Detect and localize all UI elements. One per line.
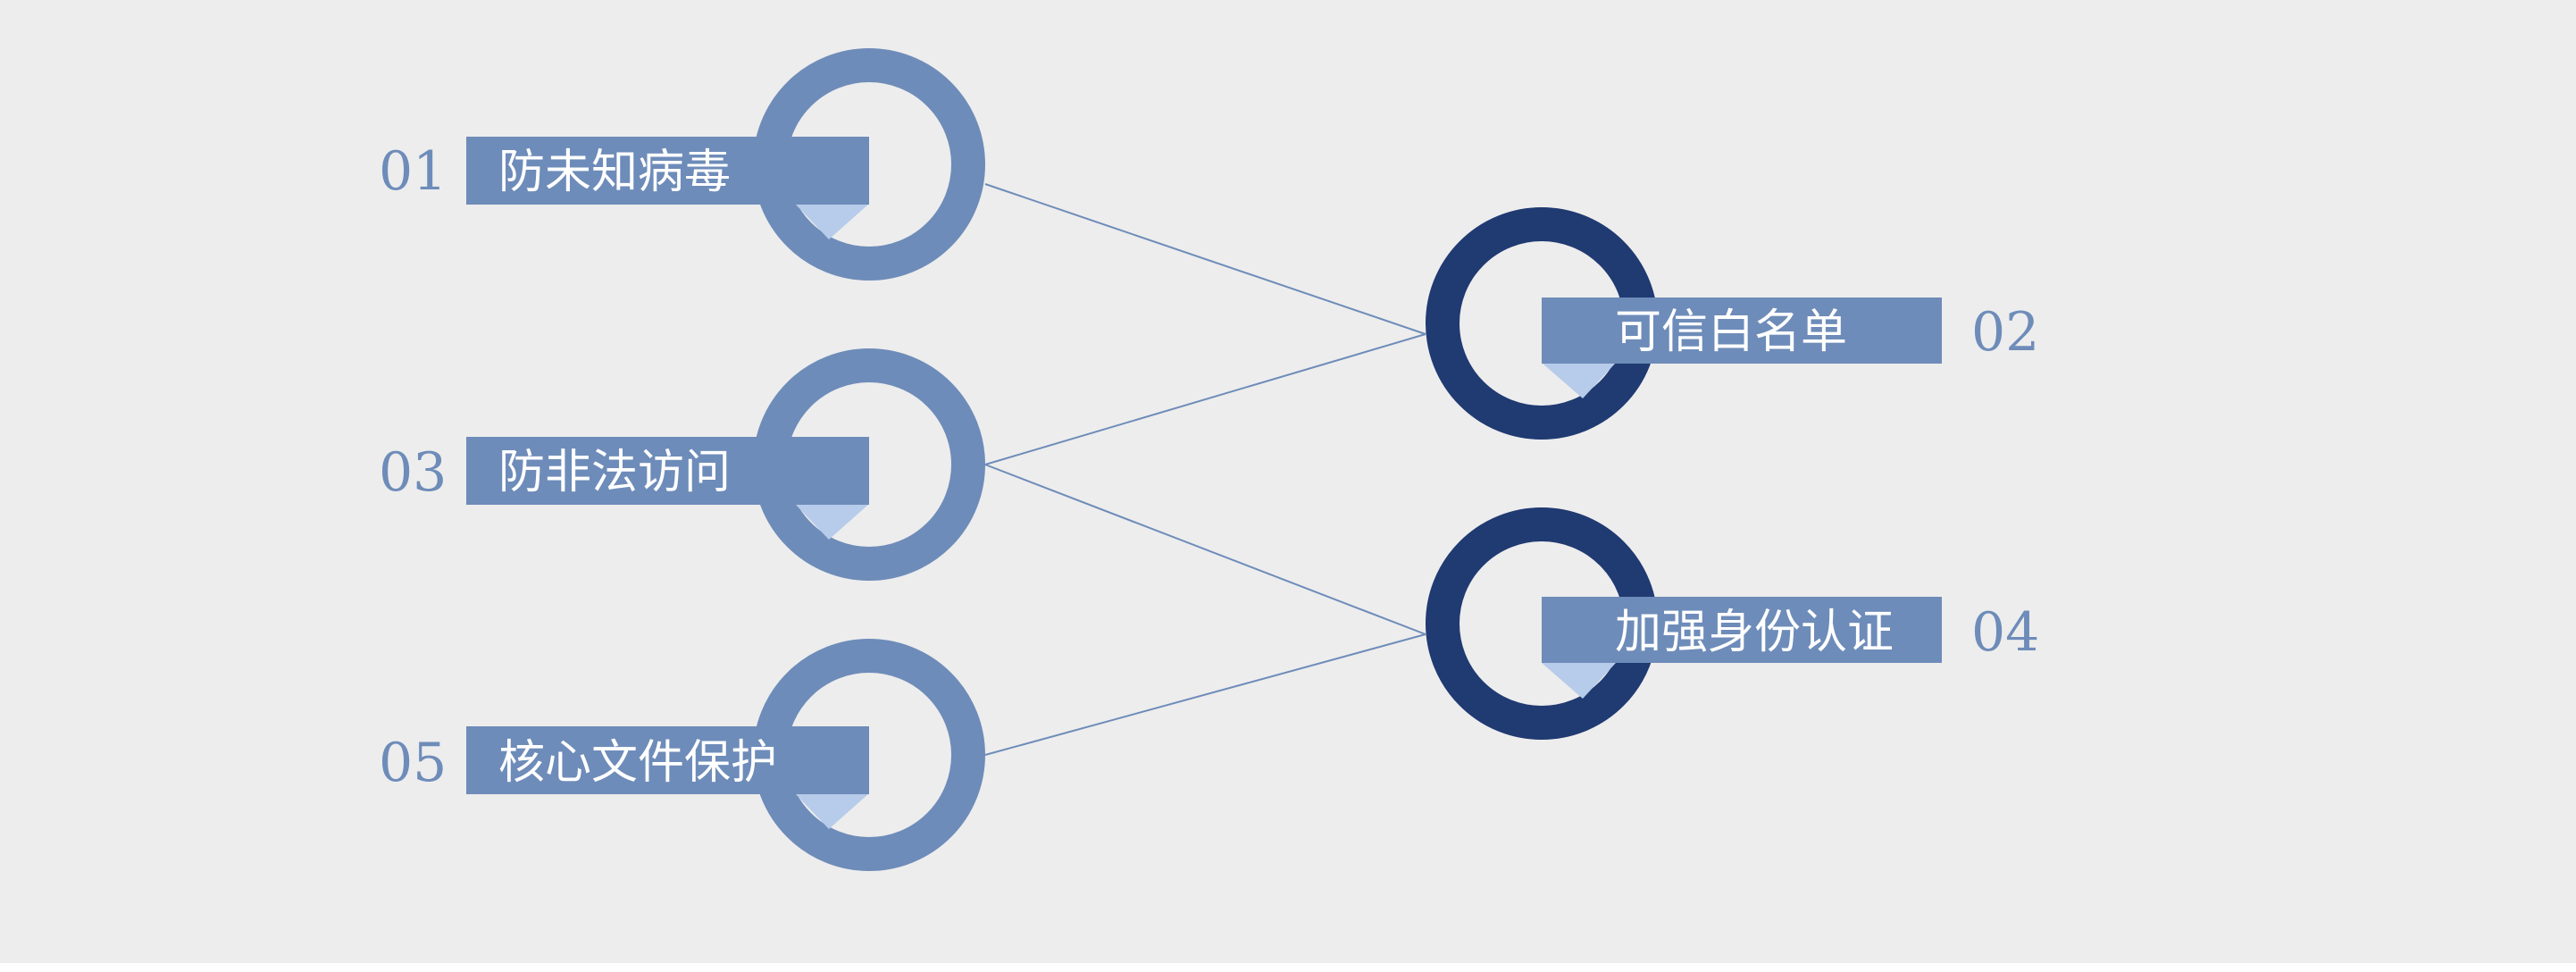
item-02-label: 可信白名单 [1615, 306, 1847, 359]
item-02-wedge [1542, 363, 1616, 398]
item-03-wedge [795, 504, 869, 540]
item-02-label-bar [1542, 297, 1942, 364]
item-01: 防未知病毒 01 [379, 48, 985, 281]
item-01-wedge [795, 204, 869, 239]
item-04-label: 加强身份认证 [1615, 606, 1894, 659]
item-05-wedge [795, 793, 869, 829]
item-04-label-bar [1542, 597, 1942, 663]
item-05: 核心文件保护 05 [379, 639, 985, 871]
item-05-label-bar [466, 726, 869, 794]
item-03-number: 03 [379, 441, 447, 504]
item-04-number: 04 [1971, 601, 2039, 664]
item-02: 可信白名单 02 [1426, 207, 2039, 440]
connector-03-02 [984, 333, 1426, 465]
item-05-number: 05 [379, 732, 447, 794]
connector-layer [984, 183, 1426, 756]
item-02-number: 02 [1971, 301, 2039, 364]
item-01-label: 防未知病毒 [498, 146, 731, 199]
item-05-label: 核心文件保护 [498, 736, 777, 790]
connector-01-02 [984, 183, 1426, 335]
item-01-label-bar [466, 137, 869, 205]
item-04: 加强身份认证 04 [1426, 507, 2039, 740]
item-03-label-bar [466, 437, 869, 505]
connector-05-04 [984, 633, 1426, 756]
item-03-label: 防非法访问 [498, 446, 731, 499]
item-04-wedge [1542, 663, 1616, 699]
connector-03-04 [984, 464, 1426, 635]
item-01-number: 01 [379, 140, 447, 203]
item-03: 防非法访问 03 [379, 348, 985, 581]
